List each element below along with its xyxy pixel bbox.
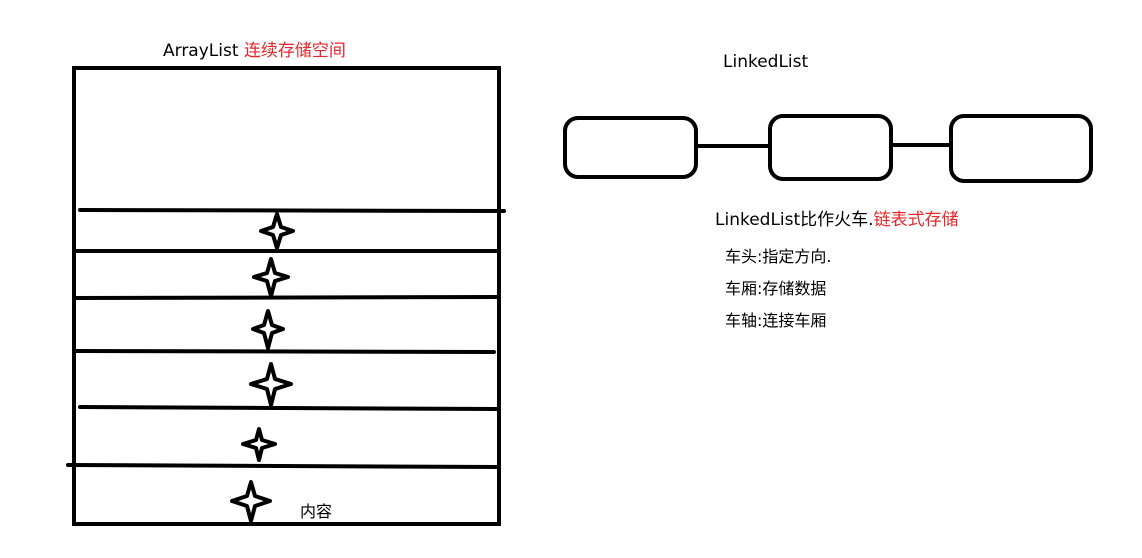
train-analogy-text: LinkedList比作火车. <box>715 210 874 230</box>
train-analogy-highlight: 链表式存储 <box>873 210 959 230</box>
star-icon <box>249 362 293 407</box>
slot-divider <box>74 295 499 300</box>
arraylist-content-label: 内容 <box>300 502 333 521</box>
slot-divider <box>78 208 506 213</box>
slot-divider <box>66 463 501 469</box>
slot-divider <box>74 349 496 354</box>
linkedlist-node <box>768 114 893 181</box>
linkedlist-note-car: 车厢:存储数据 <box>725 279 827 298</box>
star-icon <box>259 212 295 250</box>
linkedlist-node-tail <box>949 114 1093 183</box>
linkedlist-note-axle: 车轴:连接车厢 <box>725 311 827 330</box>
star-icon <box>241 427 277 462</box>
arraylist-note: 连续存储空间 <box>243 41 346 61</box>
star-icon <box>251 309 285 350</box>
linkedlist-chain <box>563 114 1093 183</box>
linkedlist-title: LinkedList <box>723 52 809 72</box>
arraylist-items <box>230 212 295 523</box>
star-icon <box>230 480 272 523</box>
linkedlist-note-head: 车头:指定方向. <box>725 247 832 266</box>
slot-divider <box>78 405 499 411</box>
arraylist-container <box>72 66 501 526</box>
arraylist-name: ArrayList <box>163 41 239 61</box>
star-icon <box>252 257 290 298</box>
arraylist-slot-dividers <box>66 208 506 469</box>
linkedlist-train-analogy: LinkedList比作火车.链表式存储 <box>715 205 959 230</box>
linkedlist-node-head <box>563 116 698 179</box>
arraylist-title: ArrayList 连续存储空间 <box>163 36 346 61</box>
